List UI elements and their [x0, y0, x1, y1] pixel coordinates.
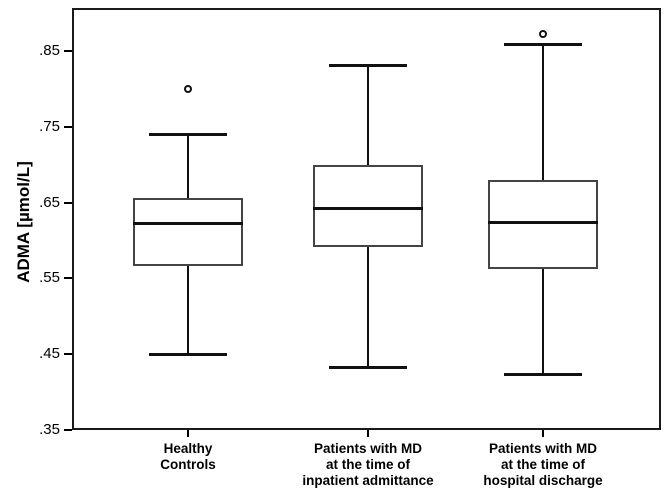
- x-axis-label-line: Patients with MD: [488, 441, 597, 456]
- x-axis-label-line: inpatient admittance: [302, 473, 434, 488]
- median-line: [488, 221, 598, 225]
- box-iqr: [488, 179, 598, 270]
- whisker-upper: [367, 65, 369, 165]
- median-line: [133, 222, 243, 226]
- whisker-upper: [187, 134, 189, 199]
- y-axis-tick-mark: [64, 353, 72, 356]
- y-axis-tick-mark: [64, 125, 72, 128]
- x-axis-label-line: Healthy: [163, 441, 213, 456]
- x-axis-label-line: at the time of: [500, 457, 585, 472]
- whisker-upper: [542, 44, 544, 180]
- y-axis-tick-mark: [64, 277, 72, 280]
- x-axis-label-line: at the time of: [325, 457, 410, 472]
- x-axis-tick-mark: [542, 430, 544, 437]
- whisker-cap-upper: [329, 64, 407, 68]
- box-iqr: [133, 198, 243, 266]
- y-axis-tick-label: .55: [39, 269, 60, 287]
- x-axis-label-line: Patients with MD: [313, 441, 422, 456]
- x-axis-tick-mark: [187, 430, 189, 437]
- whisker-cap-lower: [329, 366, 407, 370]
- whisker-cap-upper: [504, 43, 582, 47]
- y-axis-tick-label: .75: [39, 117, 60, 135]
- outlier-point: [184, 84, 192, 93]
- median-line: [313, 206, 423, 210]
- whisker-lower: [542, 269, 544, 374]
- x-axis-label-line: hospital discharge: [483, 473, 603, 488]
- y-axis-tick-label: .65: [39, 193, 60, 211]
- y-axis-tick-mark: [64, 429, 72, 431]
- whisker-lower: [367, 246, 369, 368]
- y-axis-tick-label: .85: [39, 42, 60, 59]
- outlier-point: [539, 30, 547, 39]
- y-axis-tick-label: .45: [39, 345, 60, 363]
- whisker-cap-lower: [504, 372, 582, 376]
- box-iqr: [313, 164, 423, 247]
- x-axis-tick-mark: [367, 430, 369, 437]
- whisker-lower: [187, 265, 189, 355]
- y-axis-tick-mark: [64, 50, 72, 52]
- whisker-cap-lower: [149, 353, 227, 357]
- plot-area-frame: [72, 8, 661, 430]
- y-axis-tick-label: .35: [39, 421, 60, 438]
- y-axis-tick-mark: [64, 201, 72, 204]
- x-axis-label-line: Controls: [160, 457, 216, 472]
- whisker-cap-upper: [149, 133, 227, 137]
